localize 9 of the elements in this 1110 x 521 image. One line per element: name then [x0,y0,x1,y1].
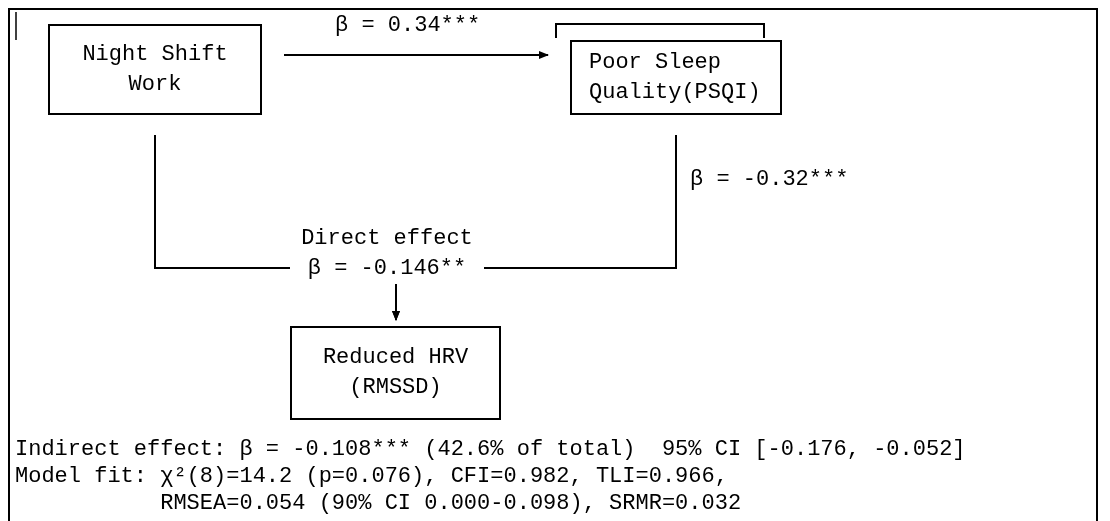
variable-box [48,24,262,115]
box-text: Poor Sleep Quality(PSQI) [588,48,762,107]
arrow [283,51,549,59]
box-text: Reduced HRV (RMSSD) [321,344,470,402]
note-text: Model fit: χ²(8)=14.2 (p=0.076), CFI=0.982, TLI=0.966, RMSEA=0.054 (90% CI 0.000-0.098), SRMR=0.032 [15,463,743,517]
variable-box [570,40,782,115]
box-text: Night Shift Work [81,40,229,99]
variable-box [290,326,501,420]
note-text: Indirect effect: β = -0.108*** (42.6% of total) 95% CI [-0.176, -0.052] [15,436,967,463]
